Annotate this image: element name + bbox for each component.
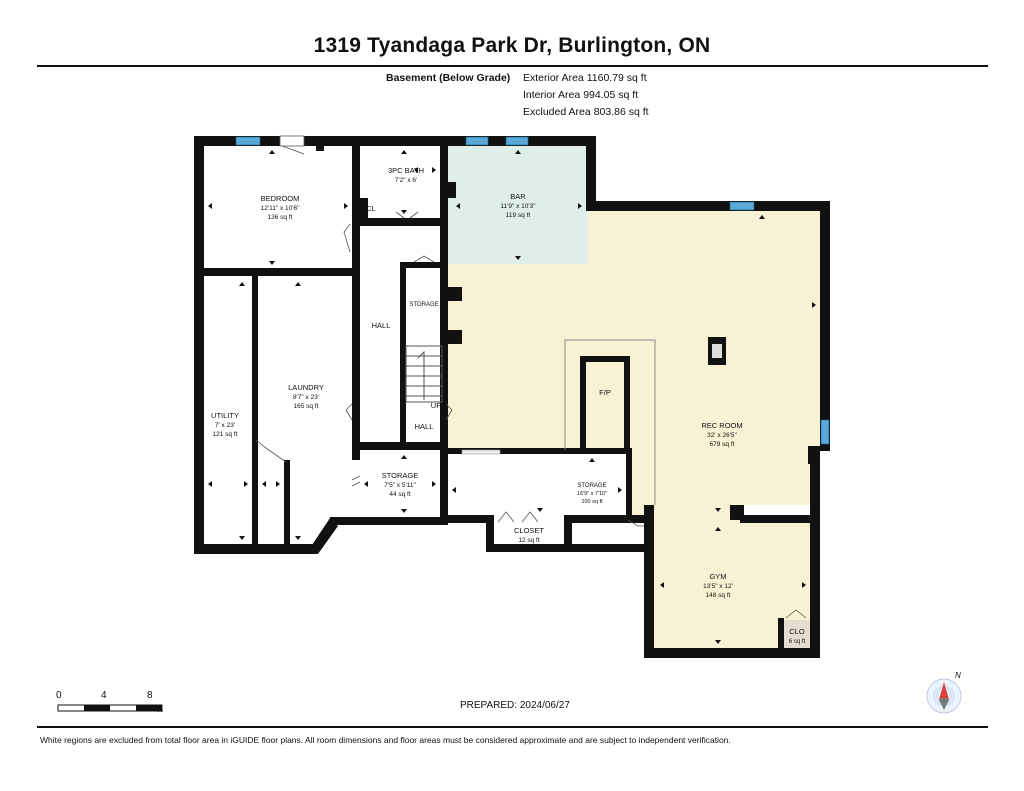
bedroom-area: 136 sq ft <box>268 214 293 221</box>
up-label: UP <box>431 401 441 410</box>
stair-arrow <box>417 350 425 400</box>
bar-fill <box>448 146 588 264</box>
doors <box>255 135 807 619</box>
cl-name: CL <box>366 204 376 213</box>
bedroom-name: BEDROOM <box>261 194 300 203</box>
scale-unit: ft <box>157 704 163 715</box>
storage-right-area: 100 sq ft <box>581 499 603 505</box>
utility-name: UTILITY <box>211 411 239 420</box>
storage-mid-area: 44 sq ft <box>389 491 411 498</box>
clo-area: 6 sq ft <box>789 639 806 645</box>
storage-small-name: STORAGE <box>409 302 438 308</box>
rec-room-name: REC ROOM <box>701 421 742 430</box>
fireplace-hearth <box>564 339 656 505</box>
bar-dims: 11'9" x 10'3" <box>500 203 536 210</box>
utility-area: 121 sq ft <box>213 431 238 438</box>
closet-area: 12 sq ft <box>518 537 540 544</box>
clo-fill <box>782 620 812 650</box>
scale-tick-4: 4 <box>101 690 107 701</box>
north-compass-icon <box>926 678 962 714</box>
hall-upper-name: HALL <box>372 321 391 330</box>
windows <box>235 136 830 445</box>
storage-right-dims: 16'9" x 7'10" <box>577 491 607 497</box>
footer-disclaimer: White regions are excluded from total fl… <box>40 735 731 745</box>
storage-right-name: STORAGE <box>577 483 606 489</box>
prepared-date: PREPARED: 2024/06/27 <box>460 700 570 711</box>
header-divider <box>37 65 988 67</box>
bath-name: 3PC BATH <box>388 166 424 175</box>
footer-divider <box>37 726 988 728</box>
dimension-arrows <box>208 150 816 644</box>
bar-name: BAR <box>510 192 526 201</box>
gym-area: 148 sq ft <box>706 592 731 599</box>
bath-dims: 7'2" x 6' <box>395 177 418 184</box>
walls <box>194 136 830 658</box>
compass-north-label: N <box>955 671 961 680</box>
rec-room-fill <box>448 206 825 655</box>
pass-through <box>461 449 501 455</box>
floor-label: Basement (Below Grade) <box>386 72 511 84</box>
laundry-dims: 8'7" x 23' <box>293 394 319 401</box>
closet-name: CLOSET <box>514 526 544 535</box>
storage-mid-dims: 7'5" x 5'11" <box>384 482 416 489</box>
gym-name: GYM <box>709 572 726 581</box>
hall-lower-name: HALL <box>415 422 434 431</box>
page-title: 1319 Tyandaga Park Dr, Burlington, ON <box>313 34 711 57</box>
rec-room-dims: 32' x 26'5" <box>707 432 737 439</box>
rec-room-area: 679 sq ft <box>710 441 735 448</box>
fp-label: F/P <box>599 388 611 397</box>
column-inner <box>712 344 722 358</box>
gym-dims: 13'5" x 12' <box>703 583 733 590</box>
utility-dims: 7' x 23' <box>215 422 235 429</box>
laundry-name: LAUNDRY <box>288 383 324 392</box>
scale-bar <box>57 704 163 712</box>
clo-name: CLO <box>789 627 805 636</box>
bedroom-dims: 12'11" x 10'6" <box>261 205 300 212</box>
storage-mid-name: STORAGE <box>382 471 419 480</box>
bar-area: 119 sq ft <box>506 212 531 219</box>
scale-tick-8: 8 <box>147 690 153 701</box>
laundry-area: 165 sq ft <box>294 403 319 410</box>
scale-tick-0: 0 <box>56 690 62 701</box>
